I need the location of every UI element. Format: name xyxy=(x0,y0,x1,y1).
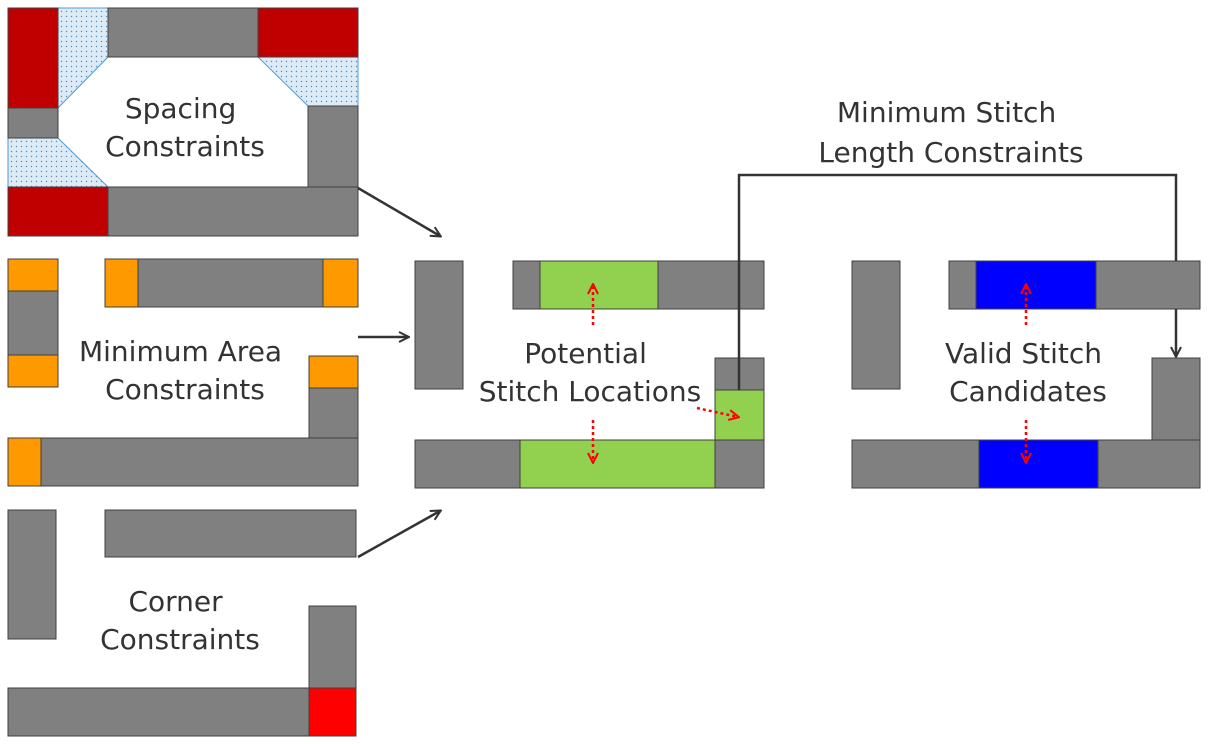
potential-stitch-panel: Potential Stitch Locations xyxy=(414,260,765,489)
wire-shape xyxy=(7,186,109,237)
wire-shape xyxy=(7,687,310,737)
valid-stitch-label: Valid Stitch Candidates xyxy=(945,337,1111,408)
spacing-constraints-panel: Spacing Constraints xyxy=(7,7,359,237)
potential-stitch-label: Potential Stitch Locations xyxy=(479,337,702,408)
flow-arrow-from-corner xyxy=(357,511,440,559)
stitch-arrow xyxy=(696,406,738,417)
wire-shape xyxy=(104,509,357,558)
min-stitch-length-label: Minimum Stitch Length Constraints xyxy=(818,96,1083,169)
spacing-region-bottom-left xyxy=(7,137,110,188)
wire-shape xyxy=(7,7,59,109)
wire-shape xyxy=(308,605,357,689)
area-violation xyxy=(7,437,42,487)
valid-stitch-region xyxy=(975,260,1097,310)
flow-arrow-from-spacing xyxy=(357,186,440,236)
wire-shape xyxy=(1151,357,1201,441)
wire-shape xyxy=(104,258,359,308)
corner-constraints-label: Corner Constraints xyxy=(100,585,260,656)
valid-stitch-region xyxy=(978,439,1099,489)
wire-shape xyxy=(7,437,359,487)
corner-constraints-panel: Corner Constraints xyxy=(7,509,357,737)
area-violation xyxy=(7,354,59,388)
potential-stitch-region xyxy=(519,439,716,489)
minimum-area-constraints-label: Minimum Area Constraints xyxy=(79,335,291,406)
area-violation xyxy=(322,258,359,308)
area-violation xyxy=(7,258,59,292)
potential-stitch-region xyxy=(539,260,659,310)
arrow-right-icon xyxy=(357,186,440,559)
spacing-region-top-left xyxy=(57,7,109,110)
potential-stitch-region xyxy=(714,389,765,441)
corner-violation xyxy=(308,687,357,737)
wire-shape xyxy=(107,7,259,58)
spacing-region-top-right xyxy=(256,56,359,107)
wire-shape xyxy=(307,105,359,188)
dotted-arrow-icon xyxy=(593,285,738,462)
wire-shape xyxy=(107,186,359,237)
area-violation xyxy=(104,258,139,308)
minimum-area-constraints-panel: Minimum Area Constraints xyxy=(7,258,359,487)
wire-shape xyxy=(851,260,901,390)
wire-shape xyxy=(414,260,464,390)
spacing-constraints-label: Spacing Constraints xyxy=(105,92,265,163)
wire-shape xyxy=(7,509,57,640)
valid-stitch-panel: Valid Stitch Candidates xyxy=(851,260,1201,489)
wire-shape xyxy=(7,107,59,139)
area-violation xyxy=(308,355,359,389)
min-stitch-length-connector: Minimum Stitch Length Constraints xyxy=(737,96,1176,390)
wire-shape xyxy=(257,7,359,58)
